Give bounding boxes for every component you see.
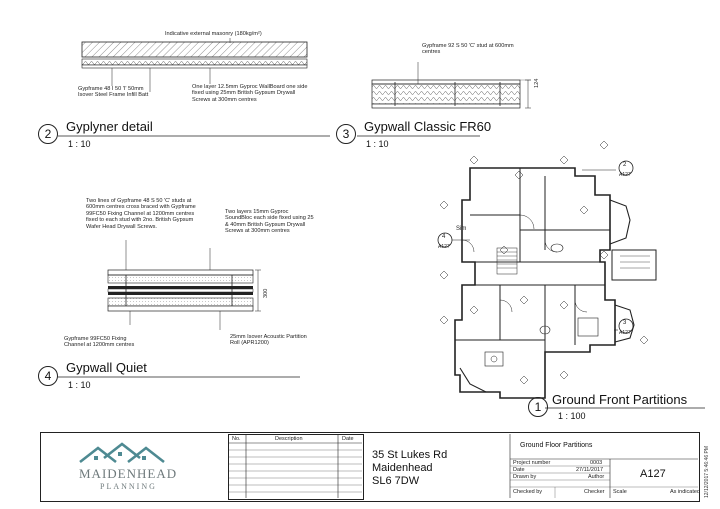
checked-by-value: Checker: [584, 489, 605, 495]
classic-fr60-section: [371, 62, 531, 109]
date-value: 27/11/2017: [576, 467, 604, 473]
checked-by-label: Checked by: [513, 489, 543, 495]
view-scale-gyplyner: 1 : 10: [68, 139, 91, 149]
tag3-ref: A127: [619, 330, 631, 336]
view-scale-ground: 1 : 100: [558, 411, 586, 421]
project-number-value: 0003: [590, 460, 603, 466]
revision-table: [228, 434, 364, 500]
rev-header-date: Date: [342, 436, 354, 442]
rev-header-description: Description: [275, 436, 303, 442]
tag3-number: 3: [623, 320, 627, 326]
print-timestamp: 12/12/2017 5:46:46 PM: [704, 446, 710, 498]
gyplyner-section: [81, 38, 308, 92]
note-c-stud-92: Gypframe 92 S 50 'C' stud at 600mm centr…: [422, 43, 514, 56]
note-wallboard: One layer 12.5mm Gyproc WallBoard one si…: [192, 84, 308, 103]
drawn-by-label: Drawn by: [513, 474, 537, 480]
note-i-stud: Gypframe 48 I 50 'I' 50mm Isover Steel F…: [78, 86, 149, 99]
view-number-3: 3: [336, 124, 356, 144]
rev-header-no: No.: [232, 436, 241, 442]
tag2-number: 2: [623, 162, 627, 168]
view-number-2: 2: [38, 124, 58, 144]
project-address: 35 St Lukes Rd Maidenhead SL6 7DW: [372, 449, 447, 488]
gypwall-quiet-section: [107, 240, 261, 330]
scale-label: Scale: [613, 489, 627, 495]
note-fixing-channel: Gypframe 99FC50 Fixing Channel at 1200mm…: [64, 336, 135, 349]
address-line-1: 35 St Lukes Rd: [372, 449, 448, 461]
scale-value: As indicated: [670, 489, 700, 495]
view-title-ground: Ground Front Partitions: [552, 392, 688, 407]
project-number-label: Project number: [513, 460, 551, 466]
note-two-lines: Two lines of Gypframe 48 S 50 'C' studs …: [86, 198, 196, 230]
view-number-4: 4: [38, 366, 58, 386]
view-title-quiet: Gypwall Quiet: [66, 360, 147, 375]
tag4-ref: A127: [438, 244, 450, 250]
sheet-number: A127: [640, 468, 666, 480]
title-block: [40, 432, 700, 502]
address-line-3: SL6 7DW: [372, 475, 420, 487]
section-tag-3: [618, 318, 634, 334]
sim-label: Sim: [456, 226, 467, 232]
ground-floor-plan: [439, 140, 657, 399]
logo-text-main: MAIDENHEAD: [79, 466, 178, 481]
section-tag-2: [618, 160, 634, 176]
logo-text-sub: PLANNING: [100, 482, 157, 491]
address-line-2: Maidenhead: [372, 462, 433, 474]
date-label: Date: [513, 467, 525, 473]
note-isover-apr: 25mm Isover Acoustic Partition Roll (APR…: [230, 334, 307, 347]
note-soundbloc: Two layers 15mm Gyproc SoundBloc each si…: [225, 209, 314, 235]
note-masonry: Indicative external masonry (180kg/m²): [165, 31, 262, 37]
section-tag-4: [437, 232, 453, 248]
drawn-by-value: Author: [588, 474, 605, 480]
sheet-title: Ground Floor Partitions: [520, 442, 593, 449]
tag4-number: 4: [442, 234, 446, 240]
view-number-1: 1: [528, 397, 548, 417]
view-scale-classic: 1 : 10: [366, 139, 389, 149]
view-title-gyplyner: Gyplyner detail: [66, 119, 153, 134]
tag2-ref: A127: [619, 172, 631, 178]
view-title-classic: Gypwall Classic FR60: [364, 119, 492, 134]
view-scale-quiet: 1 : 10: [68, 380, 91, 390]
